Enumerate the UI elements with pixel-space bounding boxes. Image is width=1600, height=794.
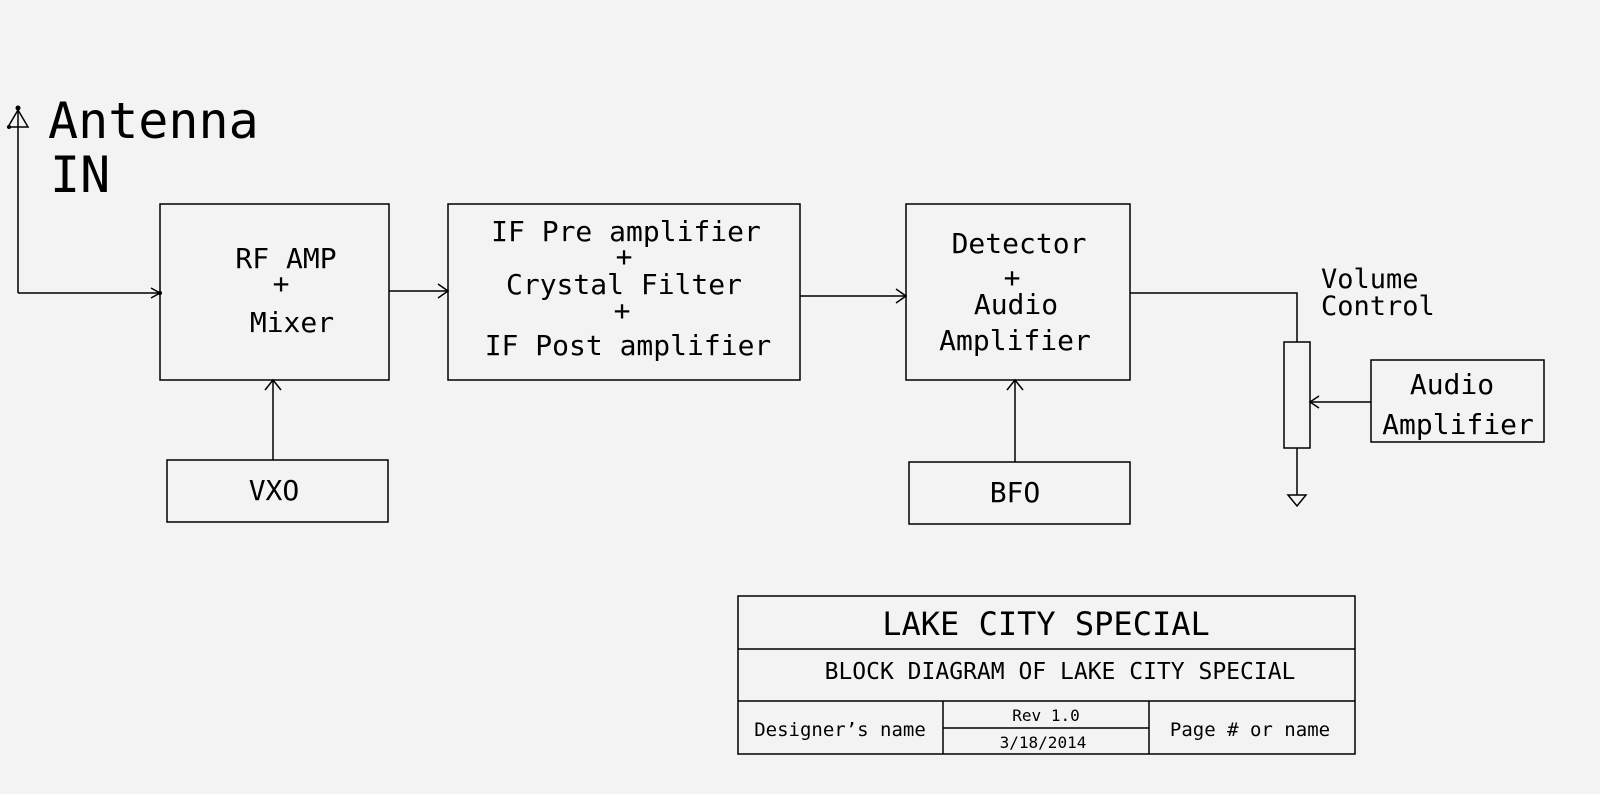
antenna-in-label: IN — [50, 146, 110, 204]
rf-block-line1: RF AMP — [235, 242, 336, 275]
antenna-label: Antenna — [48, 92, 259, 150]
detector-to-volume-connector — [1130, 292, 1298, 342]
if-block-line5: IF Post amplifier — [485, 329, 772, 362]
if-block-line4: + — [614, 294, 631, 327]
if-block-line1: IF Pre amplifier — [491, 215, 761, 248]
bfo-label: BFO — [990, 476, 1041, 509]
rf-block-line2: + — [273, 267, 290, 300]
bfo-to-detector-connector — [1006, 378, 1024, 462]
rf-amp-mixer-block — [159, 203, 390, 381]
volume-control-label-line2: Control — [1321, 291, 1435, 322]
audio-amp-line2: Amplifier — [1382, 408, 1534, 441]
detector-line3: Audio — [974, 288, 1058, 321]
if-filter-block — [447, 203, 801, 381]
audio-amplifier-block — [1370, 359, 1545, 443]
title-block-date: 3/18/2014 — [1000, 733, 1087, 752]
title-block-page: Page # or name — [1170, 719, 1330, 741]
detector-line4: Amplifier — [939, 324, 1091, 357]
title-block-rev: Rev 1.0 — [1012, 706, 1079, 725]
if-to-detector-connector — [800, 288, 908, 304]
detector-line1: Detector — [952, 227, 1087, 260]
volume-control-potentiometer — [1283, 341, 1311, 449]
antenna-to-rf-connector — [18, 287, 162, 299]
detector-block — [905, 203, 1131, 381]
title-block-designer: Designer’s name — [754, 719, 926, 741]
title-block — [737, 595, 1356, 755]
volume-control-label-line1: Volume — [1321, 264, 1419, 295]
if-block-line3: Crystal Filter — [506, 268, 742, 301]
rf-to-if-connector — [389, 283, 450, 299]
detector-line2: + — [1004, 261, 1021, 294]
ground-connector — [1286, 448, 1308, 508]
antenna-symbol — [6, 105, 30, 293]
title-block-title: LAKE CITY SPECIAL — [882, 605, 1210, 643]
title-block-subtitle: BLOCK DIAGRAM OF LAKE CITY SPECIAL — [825, 659, 1296, 685]
vxo-label: VXO — [249, 474, 300, 507]
rf-block-line3: Mixer — [250, 306, 334, 339]
if-block-line2: + — [616, 240, 633, 273]
vxo-to-rf-connector — [264, 378, 282, 460]
vxo-block — [166, 459, 389, 523]
wiper-connector — [1308, 395, 1371, 409]
bfo-block — [908, 461, 1131, 525]
audio-amp-line1: Audio — [1410, 368, 1494, 401]
